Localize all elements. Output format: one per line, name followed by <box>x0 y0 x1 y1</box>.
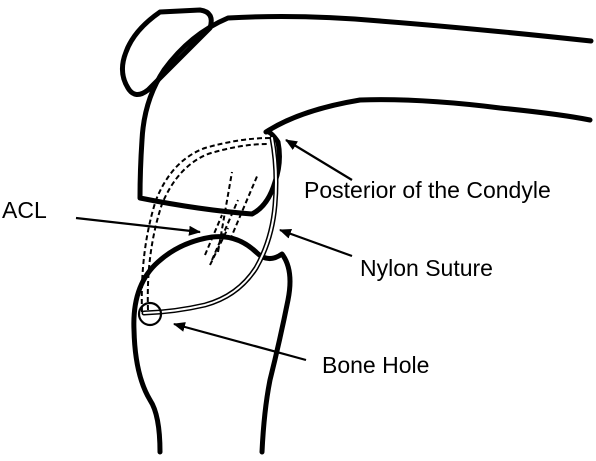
nylon-suture-arrow <box>279 228 353 258</box>
posterior-condyle-arrow <box>285 139 353 181</box>
nylon-suture-line <box>143 137 277 314</box>
nylon-suture-line <box>141 135 279 316</box>
bone-hole-label: Bone Hole <box>322 352 429 378</box>
nylon-suture-label: Nylon Suture <box>360 255 493 281</box>
acl-fibers <box>209 227 229 266</box>
suture-dashed-path <box>146 143 269 311</box>
posterior-condyle-label: Posterior of the Condyle <box>304 177 551 203</box>
acl-label: ACL <box>2 197 47 223</box>
tibia-outline <box>131 234 293 455</box>
bone-hole-circle <box>137 301 163 327</box>
acl-fibers <box>229 173 259 241</box>
bone-hole-arrow <box>173 322 307 362</box>
acl-arrow <box>75 216 201 236</box>
femur-outline <box>137 14 594 217</box>
suture-dashed-path <box>140 137 271 313</box>
patella-shape <box>120 7 214 97</box>
acl-fibers <box>217 171 233 253</box>
acl-fibers <box>204 214 223 256</box>
